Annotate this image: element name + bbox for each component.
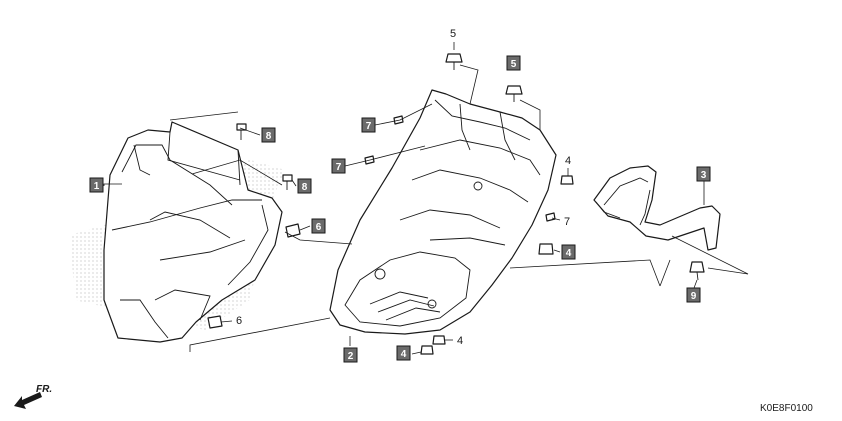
screw-5-right[interactable]: [505, 85, 523, 102]
bolt-4-right-mid[interactable]: [538, 243, 554, 255]
svg-text:5: 5: [511, 59, 517, 70]
svg-text:6: 6: [236, 315, 242, 327]
svg-text:7: 7: [336, 162, 342, 173]
svg-text:2: 2: [348, 351, 354, 362]
front-cover-part[interactable]: [103, 121, 283, 343]
callout-6-box: 6: [311, 218, 326, 234]
svg-text:7: 7: [366, 121, 372, 132]
svg-text:3: 3: [701, 170, 707, 181]
svg-text:8: 8: [266, 131, 272, 142]
svg-text:4: 4: [565, 155, 571, 167]
callout-4-plain-upper: 4: [565, 155, 571, 167]
callout-5-box: 5: [506, 55, 521, 71]
callout-9: 9: [686, 287, 701, 303]
svg-text:4: 4: [566, 248, 572, 259]
svg-text:1: 1: [94, 181, 100, 192]
callout-7-plain: 7: [564, 216, 570, 228]
leader-lines: [103, 42, 749, 355]
direction-arrow-icon: [14, 392, 42, 409]
diagram-code: K0E8F0100: [760, 403, 813, 414]
screw-5-left[interactable]: [445, 53, 463, 70]
clip-nut-upper[interactable]: [285, 223, 301, 238]
callout-8-lower: 8: [297, 178, 312, 194]
bolt-9[interactable]: [689, 261, 705, 281]
callout-5-plain: 5: [450, 28, 456, 40]
svg-text:4: 4: [401, 349, 407, 360]
callout-4-box-bottom: 4: [396, 345, 411, 361]
svg-text:6: 6: [316, 222, 322, 233]
bracket-part[interactable]: [593, 165, 721, 251]
callout-4-box-right: 4: [561, 244, 576, 260]
callout-8-upper: 8: [261, 127, 276, 143]
callout-3: 3: [696, 166, 711, 182]
inner-cover-part[interactable]: [329, 89, 557, 335]
screw-7-c[interactable]: [545, 212, 556, 222]
bolt-4-bottom-a[interactable]: [432, 335, 446, 345]
bolt-4-right-upper[interactable]: [560, 175, 574, 185]
bolt-4-bottom-b[interactable]: [420, 345, 434, 355]
screw-8-upper[interactable]: [236, 123, 247, 140]
svg-text:8: 8: [302, 182, 308, 193]
svg-text:5: 5: [450, 28, 456, 40]
callout-7-box-lower: 7: [331, 158, 346, 174]
clip-nut-lower[interactable]: [207, 315, 223, 329]
svg-text:7: 7: [564, 216, 570, 228]
svg-text:FR.: FR.: [36, 384, 52, 395]
svg-text:4: 4: [457, 335, 463, 347]
screw-8-lower[interactable]: [282, 174, 293, 190]
callout-4-plain-bottom: 4: [457, 335, 463, 347]
front-direction-indicator: FR.: [14, 384, 52, 409]
callout-2: 2: [343, 347, 358, 363]
svg-text:9: 9: [691, 291, 697, 302]
callout-1: 1: [89, 177, 104, 193]
callout-6-plain: 6: [236, 315, 242, 327]
callout-7-box-upper: 7: [361, 117, 376, 133]
